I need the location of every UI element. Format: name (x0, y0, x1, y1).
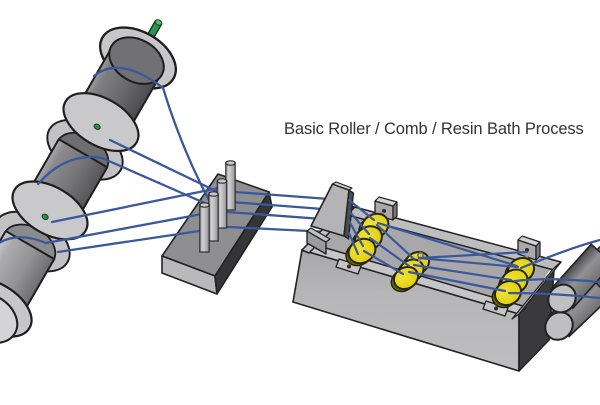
svg-text:Basic Roller / Comb / Resin Ba: Basic Roller / Comb / Resin Bath Process (284, 120, 584, 138)
